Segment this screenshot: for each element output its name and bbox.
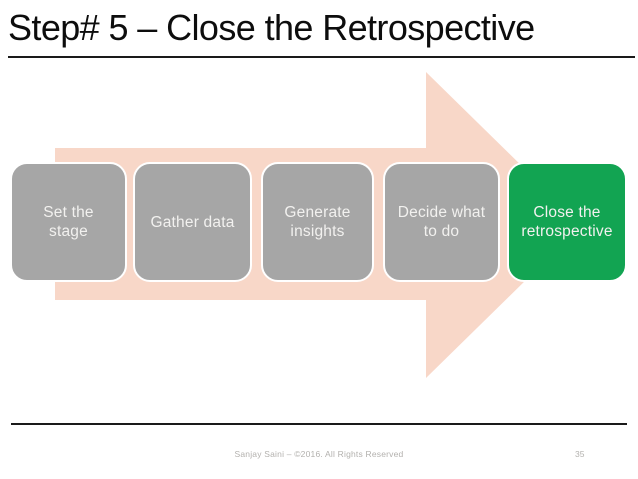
step-generate-insights: Generate insights <box>261 162 374 282</box>
step-label-line: Generate <box>284 204 351 221</box>
step-label-line: Close the <box>533 204 601 221</box>
step-decide-what-to-do: Decide what to do <box>383 162 500 282</box>
step-label-line: to do <box>423 223 460 240</box>
footer-divider <box>11 423 627 425</box>
step-label-line: Set the <box>43 204 94 221</box>
title-divider <box>8 56 635 58</box>
step-label-line: insights <box>290 223 345 240</box>
step-gather-data: Gather data <box>133 162 252 282</box>
step-set-the-stage: Set the stage <box>10 162 127 282</box>
footer-credit: Sanjay Saini – ©2016. All Rights Reserve… <box>234 449 404 459</box>
slide-title: Step# 5 – Close the Retrospective <box>8 7 535 48</box>
step-label-line: Decide what <box>397 204 486 221</box>
step-label-line: retrospective <box>521 223 613 240</box>
step-label-line: stage <box>49 223 88 240</box>
step-close-the-retrospective: Close the retrospective <box>507 162 627 282</box>
slide-number: 35 <box>575 449 585 459</box>
step-label-line: Gather data <box>150 213 235 231</box>
